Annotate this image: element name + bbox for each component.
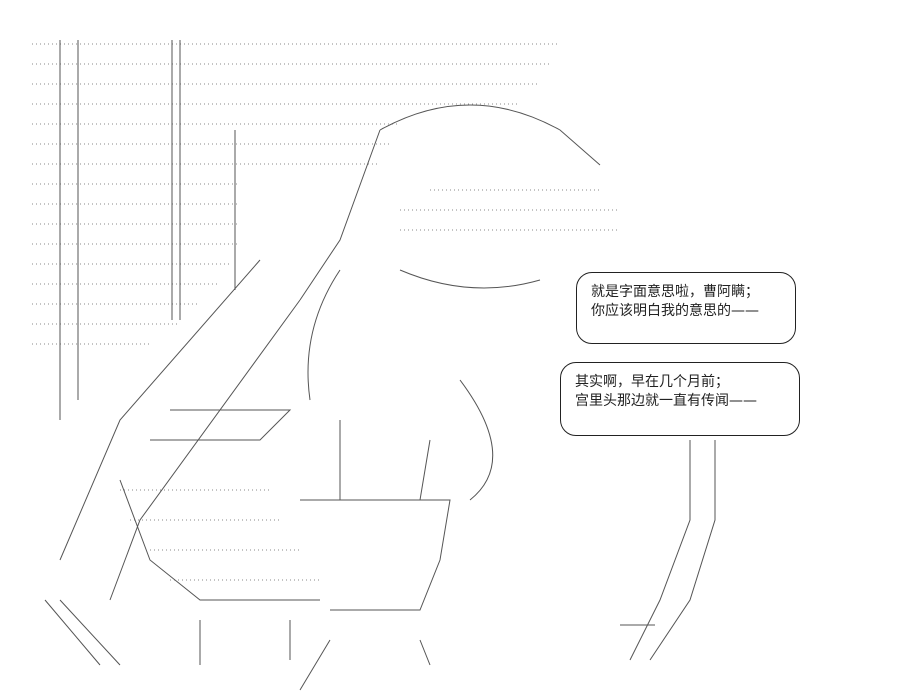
bubble-line: 就是字面意思啦，曹阿瞒； [591,284,759,300]
speech-bubble-1: 就是字面意思啦，曹阿瞒； 你应该明白我的意思的—— [576,272,796,344]
figure-outline [44,104,716,691]
pillars [59,40,236,420]
bubble-line: 你应该明白我的意思的—— [591,303,759,319]
speech-bubble-2: 其实啊，早在几个月前； 宫里头那边就一直有传闻—— [560,362,800,436]
bubble-line: 其实啊，早在几个月前； [575,374,729,390]
bubble-line: 宫里头那边就一直有传闻—— [575,393,757,409]
